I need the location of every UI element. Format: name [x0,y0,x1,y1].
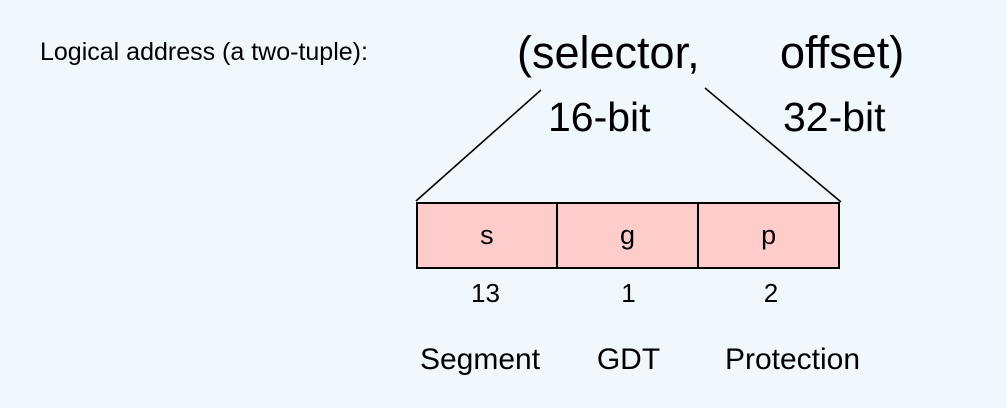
selector-bit-width-label: 16-bit [548,94,651,140]
field-cell-s: s [418,204,556,267]
field-cell-p-label: p [761,220,777,250]
tuple-offset-text: offset) [780,27,905,78]
field-cell-p: p [697,204,838,267]
field-name-segment: Segment [419,343,541,376]
field-cell-g-label: g [619,220,636,250]
field-bits-segment: 13 [471,278,500,308]
field-cell-g: g [555,204,698,267]
connector-line-left [415,89,542,202]
selector-field-box: s g p [416,202,840,269]
logical-address-caption: Logical address (a two-tuple): [40,38,368,66]
field-name-protection: Protection [724,343,861,376]
tuple-selector-text: (selector, [517,27,700,78]
offset-bit-width-label: 32-bit [783,94,886,140]
field-name-gdt: GDT [596,343,661,376]
field-bits-gdt: 1 [621,278,636,308]
field-bits-protection: 2 [763,278,779,308]
field-cell-s-label: s [480,220,494,250]
